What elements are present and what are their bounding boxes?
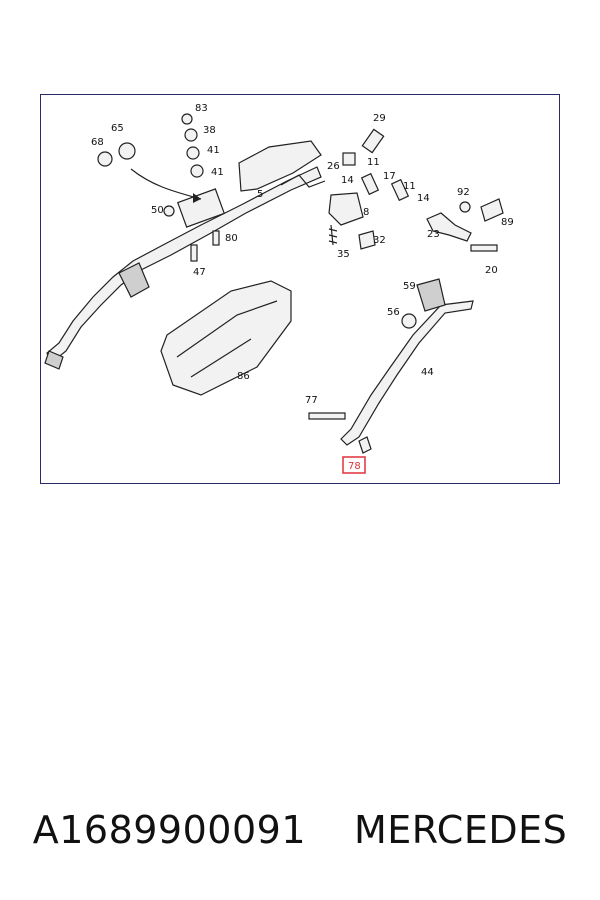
ring-65 bbox=[118, 142, 136, 160]
clip-32 bbox=[358, 230, 376, 250]
cover-inner-edge bbox=[176, 300, 278, 378]
brand-name: MERCEDES bbox=[354, 808, 568, 852]
callout-26: 26 bbox=[327, 161, 340, 172]
washer-41a bbox=[186, 146, 200, 160]
parts-diagram-frame: 83 38 41 41 65 68 5 29 26 11 14 17 11 14… bbox=[40, 94, 560, 484]
part-number: A1689900091 bbox=[32, 808, 306, 852]
bolt-92 bbox=[459, 201, 471, 213]
washer-38 bbox=[184, 128, 198, 142]
callout-32: 32 bbox=[373, 235, 386, 246]
arrow-line bbox=[130, 168, 202, 200]
ring-56 bbox=[401, 313, 417, 329]
clip-78 bbox=[358, 436, 372, 454]
pin-17 bbox=[360, 172, 380, 196]
ring-68 bbox=[97, 151, 113, 167]
bracket-lever bbox=[280, 174, 326, 188]
bolt-47 bbox=[190, 244, 198, 262]
callout-8: 8 bbox=[363, 207, 369, 218]
product-caption: A1689900091 MERCEDES bbox=[0, 800, 600, 860]
callout-23: 23 bbox=[427, 229, 440, 240]
highlight-box-78 bbox=[342, 456, 366, 474]
callout-17: 17 bbox=[383, 171, 396, 182]
callout-35: 35 bbox=[337, 249, 350, 260]
callout-29: 29 bbox=[373, 113, 386, 124]
boot-59 bbox=[416, 278, 446, 312]
callout-80: 80 bbox=[225, 233, 238, 244]
callout-14b: 14 bbox=[417, 193, 430, 204]
clamp-50 bbox=[163, 205, 175, 217]
callout-41a: 41 bbox=[207, 145, 220, 156]
nut-83 bbox=[181, 113, 193, 125]
callout-86: 86 bbox=[237, 371, 250, 382]
callout-14a: 14 bbox=[341, 175, 354, 186]
shaft-boot bbox=[118, 262, 150, 298]
callout-5: 5 bbox=[257, 189, 263, 200]
callout-89: 89 bbox=[501, 217, 514, 228]
callout-20: 20 bbox=[485, 265, 498, 276]
knob-89 bbox=[480, 198, 504, 222]
bolt-77 bbox=[308, 412, 346, 420]
bolt-20 bbox=[470, 244, 498, 252]
steering-shaft bbox=[46, 166, 322, 364]
callout-68: 68 bbox=[91, 137, 104, 148]
callout-56: 56 bbox=[387, 307, 400, 318]
washer-41b bbox=[190, 164, 204, 178]
callout-83: 83 bbox=[195, 103, 208, 114]
callout-78: 78 bbox=[348, 461, 361, 472]
callout-50: 50 bbox=[151, 205, 164, 216]
bolt-29 bbox=[361, 128, 385, 154]
intermediate-shaft-44 bbox=[340, 300, 474, 446]
callout-92: 92 bbox=[457, 187, 470, 198]
callout-41b: 41 bbox=[211, 167, 224, 178]
steering-column-exploded-view: 83 38 41 41 65 68 5 29 26 11 14 17 11 14… bbox=[44, 103, 514, 474]
column-cover-86 bbox=[160, 280, 292, 396]
bracket-8 bbox=[328, 192, 364, 226]
arrow-head bbox=[193, 193, 201, 203]
callout-11a: 11 bbox=[367, 157, 380, 168]
callout-65: 65 bbox=[111, 123, 124, 134]
callout-44: 44 bbox=[421, 367, 434, 378]
shaft-end-cap bbox=[44, 350, 64, 370]
column-housing-top bbox=[238, 140, 322, 192]
callout-47: 47 bbox=[193, 267, 206, 278]
pin-11 bbox=[390, 178, 410, 202]
clip-26 bbox=[342, 152, 356, 166]
callout-38: 38 bbox=[203, 125, 216, 136]
callout-77: 77 bbox=[305, 395, 318, 406]
bolt-80 bbox=[212, 230, 220, 246]
callout-11b: 11 bbox=[403, 181, 416, 192]
lever-23 bbox=[426, 212, 472, 242]
callout-59: 59 bbox=[403, 281, 416, 292]
spring-35 bbox=[328, 224, 338, 246]
